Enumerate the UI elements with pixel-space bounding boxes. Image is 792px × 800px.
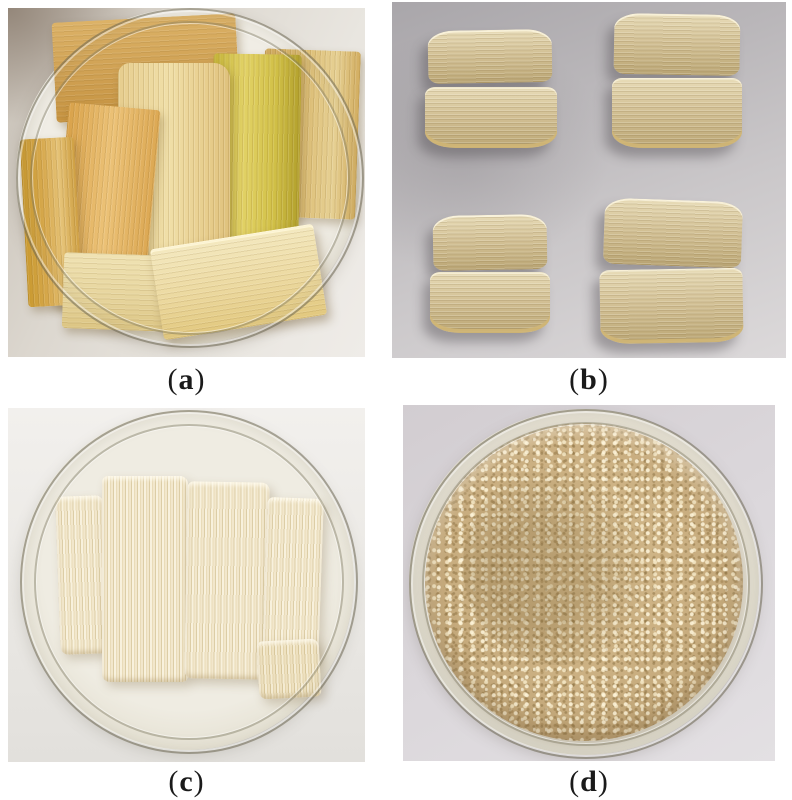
label-letter: d (580, 765, 598, 798)
panel-label-b: (b) (392, 364, 786, 396)
figure-panel-b: (b) (392, 2, 786, 396)
bamboo-culm-piece (427, 28, 553, 85)
panel-label-a: (a) (8, 364, 365, 396)
photo-bleached-fiber-bundles (8, 408, 365, 762)
label-letter: b (580, 363, 598, 396)
label-paren-open: ( (569, 363, 581, 396)
figure-panel-a: (a) (8, 8, 365, 400)
bamboo-culm-piece (430, 272, 550, 333)
label-paren-open: ( (569, 765, 581, 798)
label-paren-close: ) (597, 363, 609, 396)
fiber-bundle (256, 638, 322, 700)
photo-split-culm-pieces (392, 2, 786, 358)
photo-raw-bamboo-strips (8, 8, 365, 357)
label-paren-close: ) (597, 765, 609, 798)
label-letter: c (179, 765, 194, 798)
label-paren-close: ) (193, 765, 205, 798)
panel-label-d: (d) (403, 766, 775, 798)
photo-ground-fibers (403, 405, 775, 761)
panel-label-c: (c) (8, 766, 365, 798)
figure-panel-d: (d) (403, 405, 775, 800)
fiber-pile (425, 423, 743, 741)
fiber-bundle (102, 476, 188, 682)
fiber-bundle (55, 495, 109, 655)
figure-panel-c: (c) (8, 408, 365, 800)
label-letter: a (178, 363, 195, 396)
label-paren-close: ) (194, 363, 206, 396)
bamboo-culm-piece (613, 12, 741, 77)
bamboo-culm-piece (425, 87, 557, 148)
label-paren-open: ( (168, 765, 180, 798)
bamboo-culm-piece (599, 267, 744, 345)
fiber-bundle (262, 497, 324, 662)
bamboo-culm-piece (602, 197, 744, 269)
label-paren-open: ( (167, 363, 179, 396)
bamboo-culm-piece (432, 214, 548, 271)
bamboo-culm-piece (612, 78, 742, 148)
